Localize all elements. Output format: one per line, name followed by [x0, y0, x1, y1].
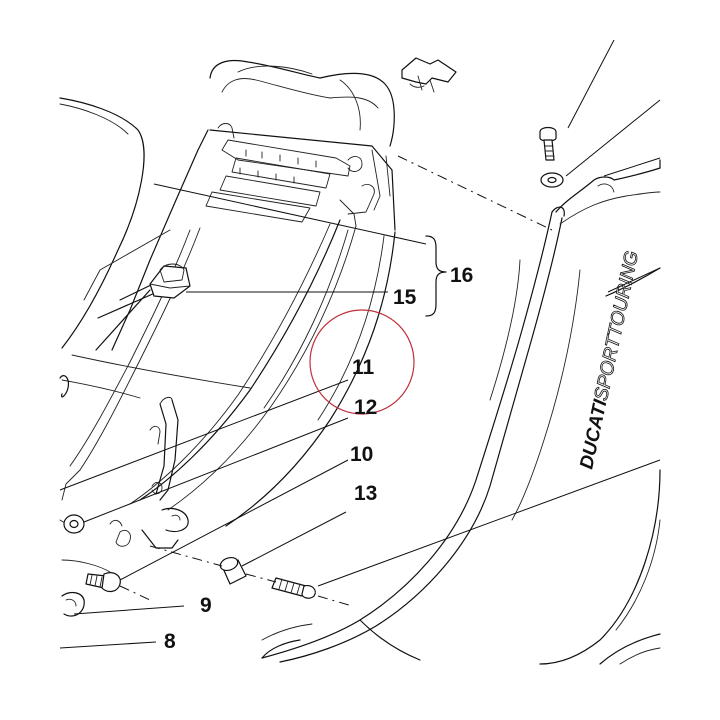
- right-fairing-panel: [261, 159, 661, 665]
- group-brace-16: [425, 235, 447, 317]
- screw-head-icon: [101, 572, 121, 593]
- label-part-13: 13: [354, 482, 377, 505]
- label-part-11: 11: [352, 356, 375, 379]
- seat-frame: [111, 59, 396, 351]
- label-part-15: 15: [393, 286, 417, 309]
- mirror-mount-hardware: [539, 126, 564, 188]
- spacer-bushing: [219, 556, 247, 585]
- label-part-16: 16: [450, 264, 473, 287]
- side-rails: [69, 219, 396, 527]
- stud-13: [271, 577, 316, 599]
- model-name: SPORTTOURING: [591, 249, 643, 402]
- label-part-9: 9: [200, 594, 212, 617]
- assembly-lines: [119, 155, 553, 607]
- leader-lines: [59, 39, 661, 649]
- screw-10: [85, 572, 121, 593]
- bolt-shank-icon: [543, 139, 555, 161]
- left-fairing-panel: [59, 97, 251, 399]
- label-part-12: 12: [354, 396, 377, 419]
- label-part-10: 10: [350, 443, 373, 466]
- bolt-head-icon: [539, 126, 557, 142]
- fairing-branding: DUCATI SPORTTOURING: [576, 249, 643, 471]
- highlight-circle: [309, 309, 415, 415]
- brand-name: DUCATI: [576, 397, 611, 471]
- upper-clip: [401, 57, 457, 93]
- clip-nut-15: [149, 263, 191, 299]
- mounting-bracket: [59, 396, 189, 617]
- label-part-8: 8: [164, 630, 176, 653]
- washer-12: [63, 514, 85, 534]
